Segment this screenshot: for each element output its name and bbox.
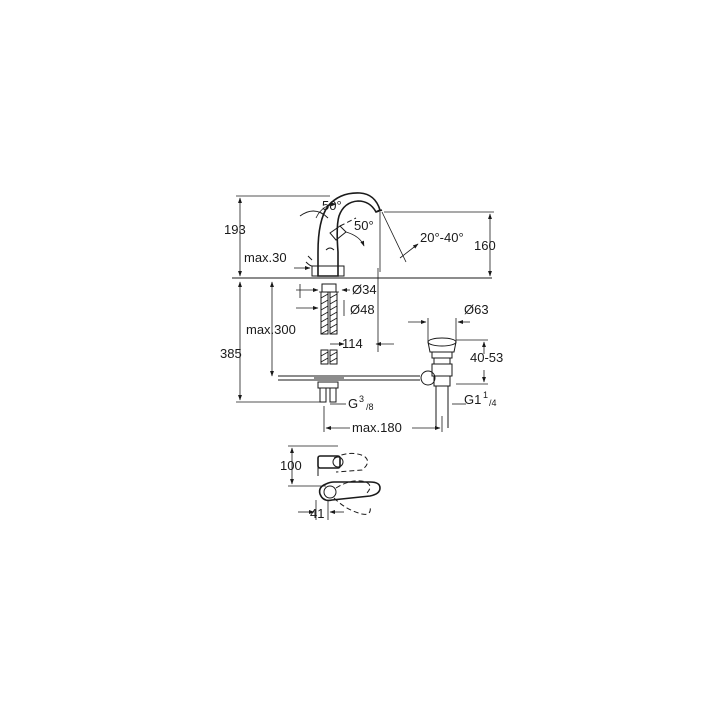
dimension-lines bbox=[236, 195, 494, 432]
dim-g1-1-4: G1 1 /4 bbox=[464, 390, 497, 408]
pop-up-waste-icon bbox=[420, 337, 457, 428]
svg-text:1: 1 bbox=[483, 390, 488, 400]
dim-dia-34: Ø34 bbox=[352, 282, 377, 297]
dim-max-30: max.30 bbox=[244, 250, 287, 265]
svg-text:3: 3 bbox=[359, 394, 364, 404]
svg-text:G1: G1 bbox=[464, 392, 481, 407]
svg-text:/4: /4 bbox=[489, 398, 497, 408]
svg-text:/8: /8 bbox=[366, 402, 374, 412]
dim-41: 41 bbox=[310, 506, 324, 521]
dim-160: 160 bbox=[474, 238, 496, 253]
supply-hoses bbox=[314, 291, 344, 403]
dim-50-left: 50° bbox=[322, 198, 342, 213]
dim-40-53: 40-53 bbox=[470, 350, 503, 365]
dim-dia-63: Ø63 bbox=[464, 302, 489, 317]
faucet-top-view-icon bbox=[288, 445, 381, 520]
dim-20-40: 20°-40° bbox=[420, 230, 464, 245]
dim-dia-48: Ø48 bbox=[350, 302, 375, 317]
dim-50-right: 50° bbox=[354, 218, 374, 233]
dim-114: 114 bbox=[342, 336, 363, 351]
dim-max-180: max.180 bbox=[352, 420, 402, 435]
dim-g3-8: G 3 /8 bbox=[348, 394, 374, 412]
dim-385: 385 bbox=[220, 346, 242, 361]
dim-193: 193 bbox=[224, 222, 246, 237]
dim-max-300: max.300 bbox=[246, 322, 296, 337]
svg-text:G: G bbox=[348, 396, 358, 411]
dim-100: 100 bbox=[280, 458, 302, 473]
pull-rod bbox=[278, 375, 420, 381]
